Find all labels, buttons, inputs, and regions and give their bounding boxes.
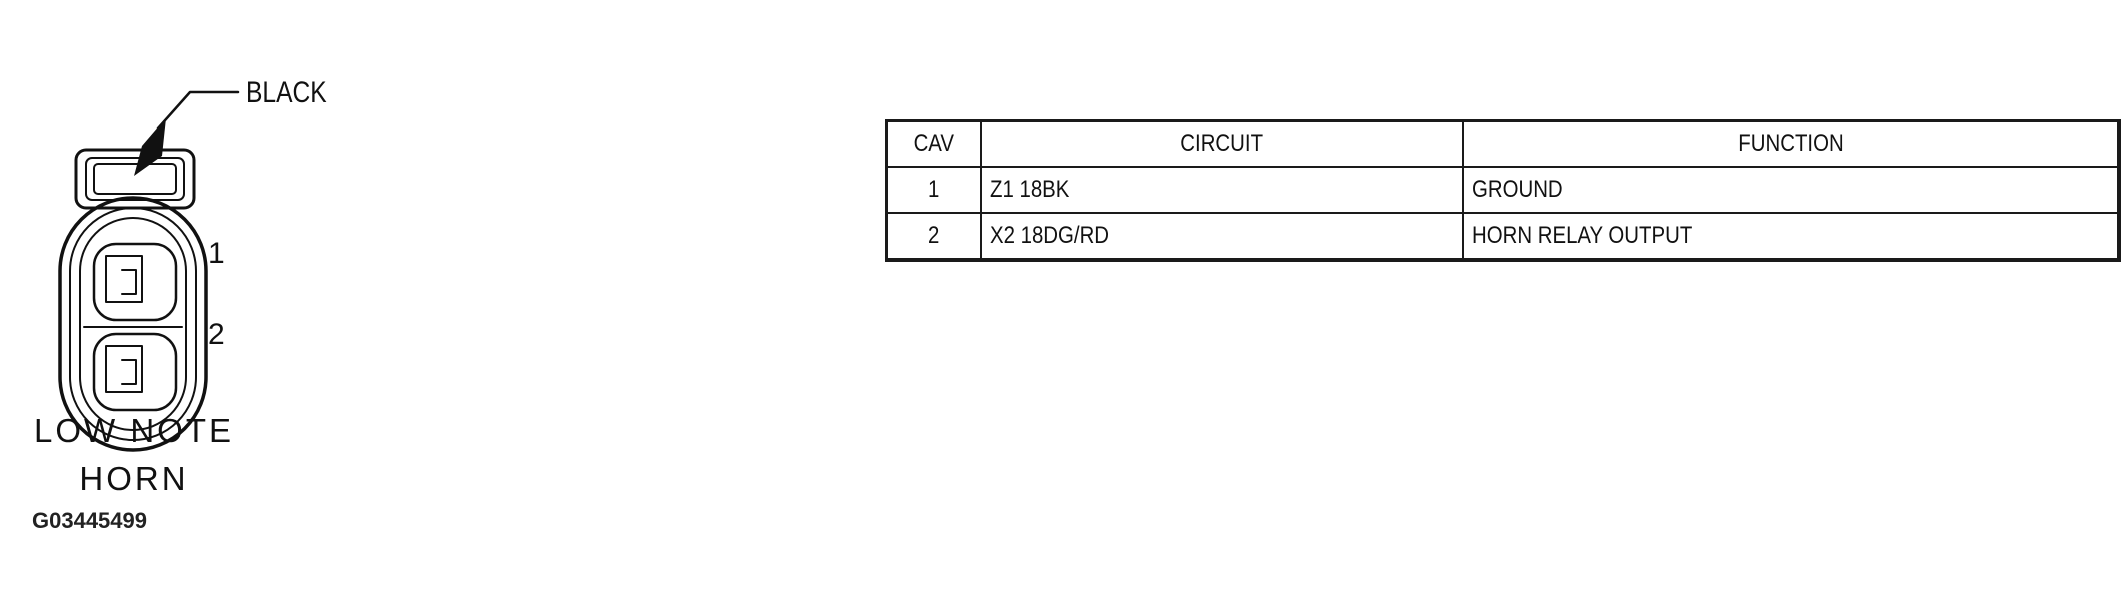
cell-function: HORN RELAY OUTPUT [1462, 212, 2121, 262]
cell-cav: 2 [885, 212, 982, 262]
pin-label-2: 2 [208, 318, 225, 351]
cell-circuit-text: X2 18DG/RD [990, 222, 1110, 249]
connector-body-outer [58, 196, 208, 452]
cell-cav-text: 1 [928, 176, 940, 203]
cavity-1-terminal-icon [105, 255, 143, 303]
cell-cav: 1 [885, 166, 982, 214]
connector-name-line-1: LOW NOTE [33, 412, 234, 449]
callout-arrowhead-icon [134, 118, 166, 176]
table-header-row: CAV CIRCUIT FUNCTION [885, 119, 2121, 168]
cell-circuit: Z1 18BK [980, 166, 1464, 214]
cell-function-text: GROUND [1472, 176, 1563, 203]
header-circuit-text: CIRCUIT [1180, 130, 1264, 157]
pinout-table: CAV CIRCUIT FUNCTION 1 Z1 18BK GROUND [885, 119, 2121, 262]
cell-circuit: X2 18DG/RD [980, 212, 1464, 262]
cavity-2-terminal-icon [105, 345, 143, 393]
callout-leader-line [156, 90, 240, 130]
connector-color-label: BLACK [246, 76, 327, 109]
header-cav-text: CAV [913, 130, 955, 157]
table-row: 2 X2 18DG/RD HORN RELAY OUTPUT [885, 212, 2121, 262]
cell-function-text: HORN RELAY OUTPUT [1472, 222, 1693, 249]
header-function: FUNCTION [1462, 119, 2121, 168]
header-function-text: FUNCTION [1737, 130, 1844, 157]
horn-connector-drawing [58, 90, 240, 452]
table-row: 1 Z1 18BK GROUND [885, 166, 2121, 214]
cell-circuit-text: Z1 18BK [990, 176, 1070, 203]
cavity-2-outline [92, 332, 178, 412]
cavity-1-outline [92, 242, 178, 322]
cell-cav-text: 2 [928, 222, 940, 249]
connector-body-middle [69, 207, 197, 441]
header-cav: CAV [885, 119, 982, 168]
connector-name-line-2: HORN [79, 460, 189, 497]
connector-lock-tab-middle [85, 157, 185, 201]
header-circuit: CIRCUIT [980, 119, 1464, 168]
cell-function: GROUND [1462, 166, 2121, 214]
connector-lock-tab-inner [93, 163, 177, 195]
figure-id: G03445499 [32, 508, 147, 533]
pin-label-1: 1 [208, 237, 225, 270]
connector-body-inner [79, 217, 187, 431]
